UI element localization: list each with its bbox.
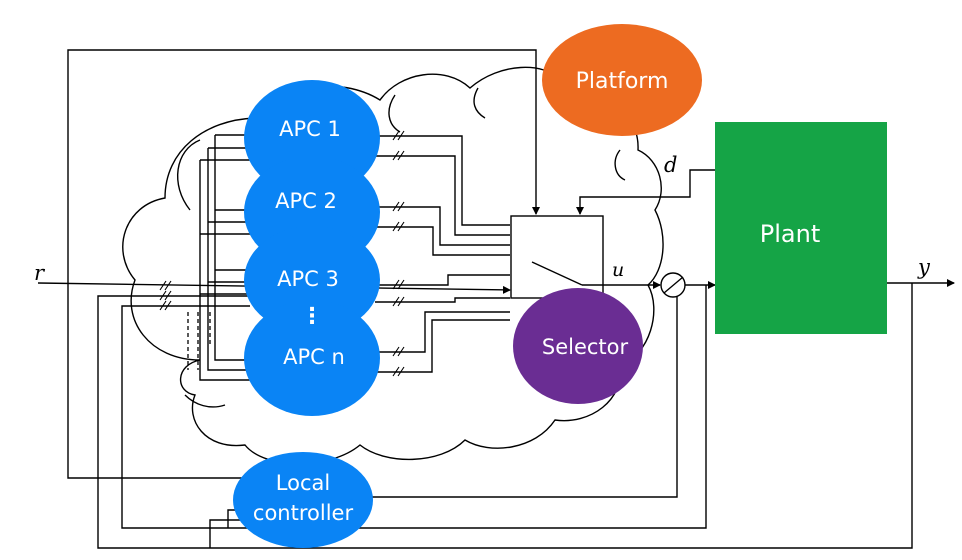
local-controller-label-line2: controller xyxy=(253,501,354,525)
plant-block xyxy=(715,122,887,334)
selector-label: Selector xyxy=(542,335,629,359)
cloud-inner-lobe xyxy=(614,149,626,181)
lower-feedback-wire xyxy=(121,305,250,529)
switch-contact xyxy=(531,261,583,286)
apc-ellipsis: ⋮ xyxy=(301,304,323,329)
apcn-label: APC n xyxy=(283,345,345,369)
signal-y-label: y xyxy=(917,255,931,279)
platform-node xyxy=(542,24,702,136)
apcn-node xyxy=(244,300,380,416)
apc3-output-wire xyxy=(375,297,510,303)
apc3-node xyxy=(244,226,380,334)
cloud-outline xyxy=(122,66,664,465)
apc1-output-wire xyxy=(375,155,510,236)
feedback-wire-top xyxy=(67,49,540,479)
platform-label: Platform xyxy=(576,69,669,94)
apc3-label: APC 3 xyxy=(277,267,339,291)
cloud-inner-lobe xyxy=(176,139,201,211)
apcn-output-wire xyxy=(375,311,510,353)
bus-hash-marks xyxy=(159,130,405,377)
apc2-output-wire xyxy=(375,226,510,256)
cloud-inner-lobe xyxy=(473,87,486,119)
apc3-output-wire xyxy=(375,274,510,286)
apc2-output-wire xyxy=(375,206,510,246)
summing-junction-mark xyxy=(663,276,684,294)
apc2-label: APC 2 xyxy=(275,189,337,213)
lower-feedback-wire xyxy=(97,295,250,549)
output-feedback-wire xyxy=(210,283,913,549)
apc-input-bus xyxy=(214,135,250,361)
junction-feedback-wire xyxy=(370,297,678,498)
apcn-output-wire xyxy=(375,319,510,373)
signal-d-label: d xyxy=(664,153,677,177)
signal-r-label: r xyxy=(34,261,46,285)
local-controller-node xyxy=(233,452,373,548)
cloud-inner-lobe xyxy=(184,394,226,408)
disturbance-wire xyxy=(576,169,715,215)
selector-node xyxy=(513,288,643,404)
cloud-inner-lobe xyxy=(388,94,401,133)
controller-feedback-wire xyxy=(209,519,250,548)
apc1-label: APC 1 xyxy=(279,117,341,141)
apc1-output-wire xyxy=(375,135,510,226)
signal-u-label: u xyxy=(612,259,624,281)
plant-input-feedback-wire xyxy=(228,285,707,529)
plant-label: Plant xyxy=(760,220,820,248)
local-controller-label-line1: Local xyxy=(276,471,330,495)
switch-block xyxy=(510,215,604,299)
